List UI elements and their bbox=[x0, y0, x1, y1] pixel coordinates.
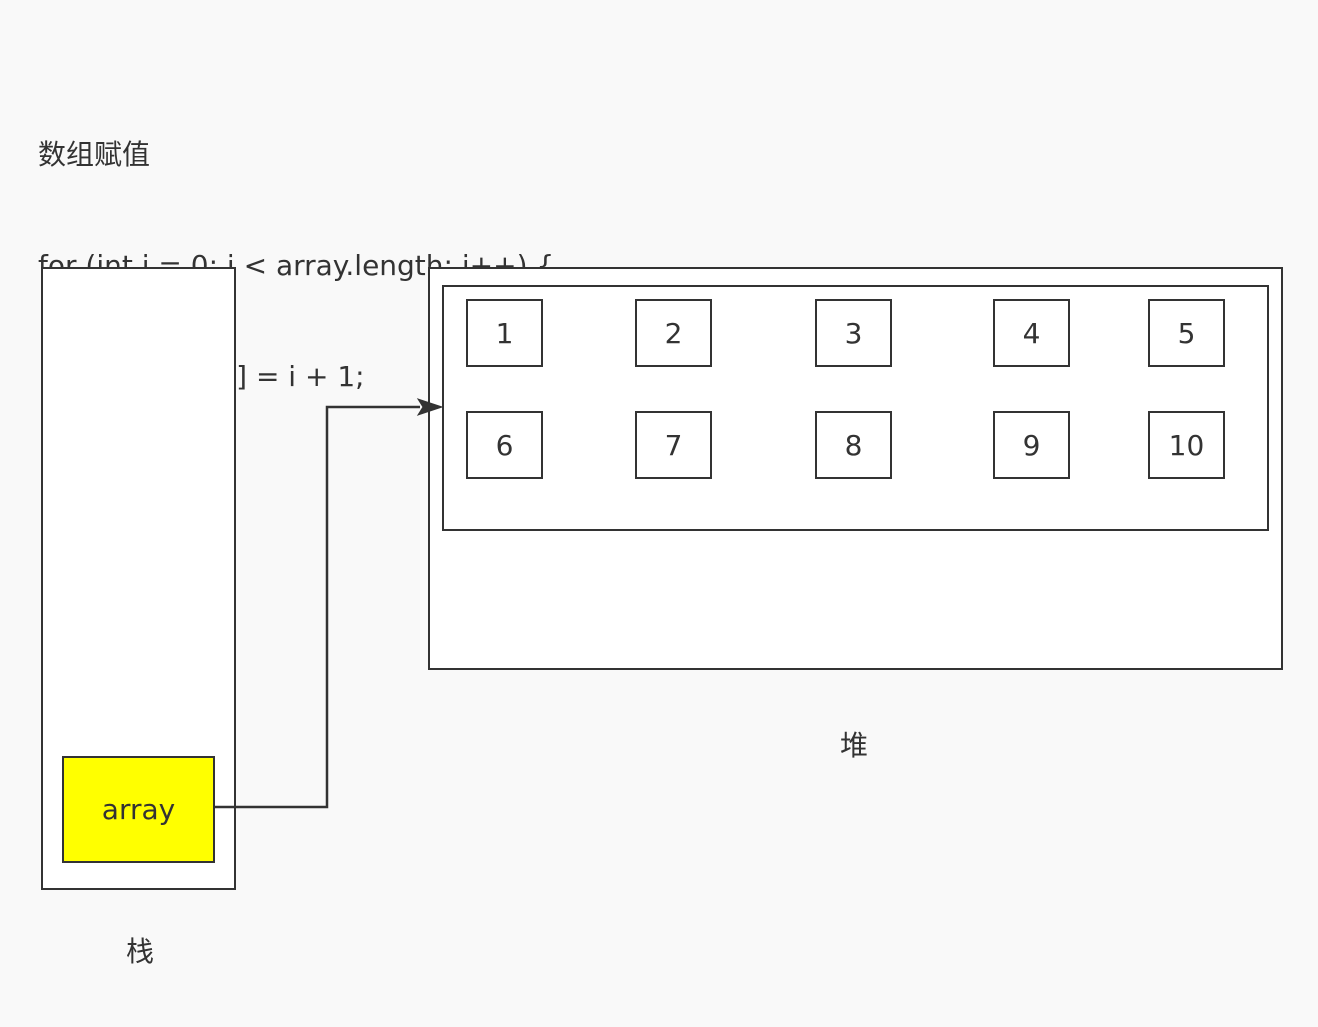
array-cell: 5 bbox=[1148, 299, 1225, 367]
array-variable: array bbox=[62, 756, 215, 863]
array-cell: 2 bbox=[635, 299, 712, 367]
array-cell: 6 bbox=[466, 411, 543, 479]
array-variable-label: array bbox=[101, 793, 176, 826]
array-cell: 4 bbox=[993, 299, 1070, 367]
heap-label: 堆 bbox=[839, 729, 868, 762]
array-cell: 10 bbox=[1148, 411, 1225, 479]
array-cell: 8 bbox=[815, 411, 892, 479]
array-cell: 3 bbox=[815, 299, 892, 367]
stack-label: 栈 bbox=[125, 935, 154, 968]
array-cell: 1 bbox=[466, 299, 543, 367]
code-title: 数组赋值 bbox=[38, 138, 151, 171]
array-cell: 7 bbox=[635, 411, 712, 479]
array-cell: 9 bbox=[993, 411, 1070, 479]
